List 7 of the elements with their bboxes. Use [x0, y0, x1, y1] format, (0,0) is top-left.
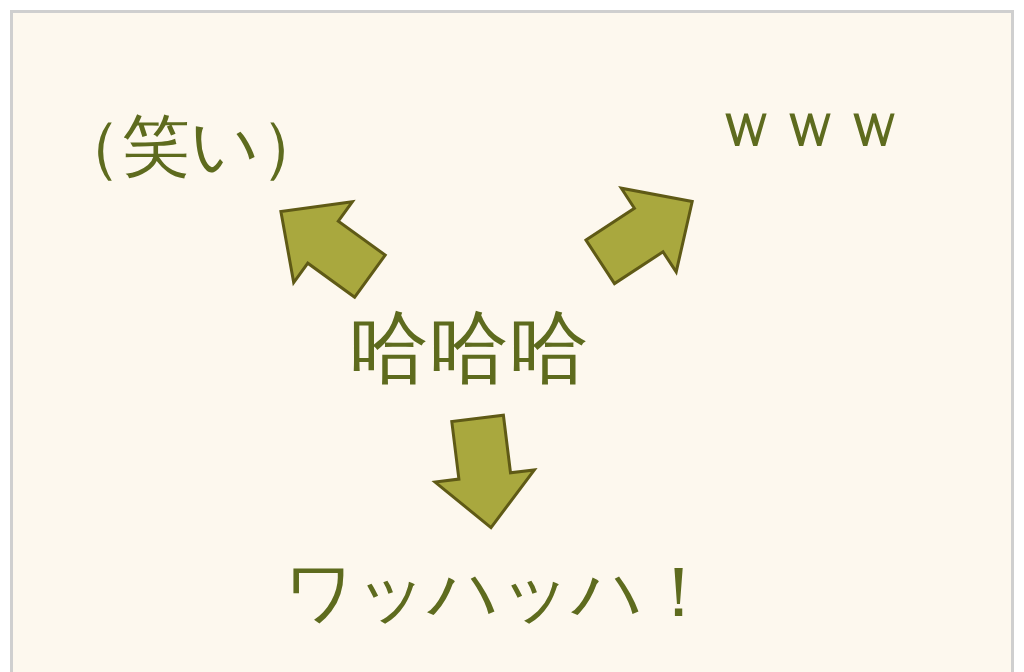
block-arrow — [431, 413, 538, 530]
word-text: （笑い） — [48, 103, 334, 190]
block-arrow — [583, 186, 694, 286]
word-text: ワッハッハ！ — [278, 548, 720, 637]
word-text: ｗｗｗ — [708, 83, 912, 166]
word-text: 哈哈哈 — [343, 298, 595, 398]
block-arrow — [279, 199, 388, 300]
